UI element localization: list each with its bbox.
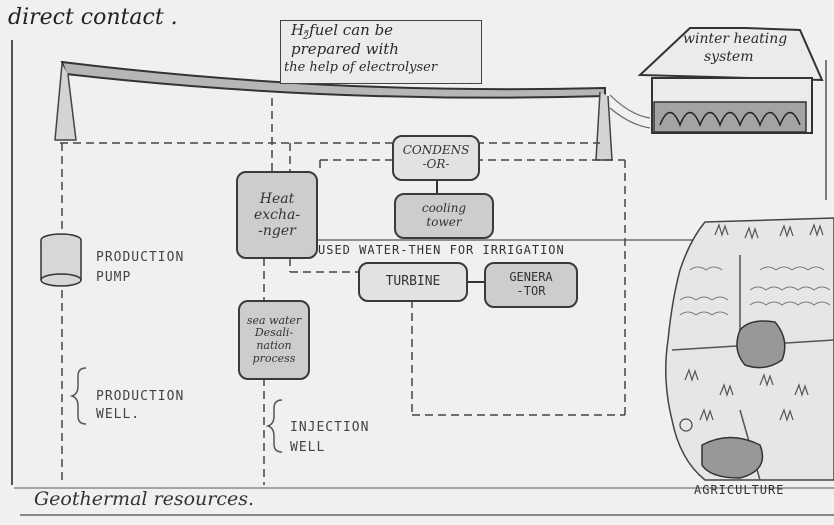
generator-box: GENERA -TOR: [484, 262, 578, 308]
note-line-2: prepared with: [291, 40, 399, 58]
note-subscript: 2: [303, 32, 309, 42]
note-line-3: the help of electrolyser: [284, 60, 438, 75]
agriculture-label: AGRICULTURE: [694, 483, 785, 497]
geothermal-resources-label: Geothermal resources.: [34, 488, 255, 510]
production-pump-label: PRODUCTION PUMP: [96, 250, 185, 285]
heat-exchanger-box: Heat excha- -nger: [236, 171, 318, 259]
electrolyser-note-box: H-fuel can be 2 prepared with the help o…: [280, 20, 482, 84]
injection-well-label: INJECTION WELL: [290, 420, 370, 455]
cooling-tower-box: cooling tower: [394, 193, 494, 239]
desalination-box: sea water Desali- nation process: [238, 300, 310, 380]
pump-shape: [40, 233, 82, 287]
note-line-1: H-fuel can be: [291, 21, 394, 39]
condenser-box: CONDENS -OR-: [392, 135, 480, 181]
used-water-label: USED WATER-THEN FOR IRRIGATION: [318, 243, 565, 257]
pipe-left-support: [54, 63, 77, 141]
agriculture-field: [665, 217, 834, 481]
pipe-right-support: [595, 91, 613, 161]
house-label-line-2: system: [704, 49, 754, 65]
production-well-label: PRODUCTION WELL.: [96, 389, 185, 423]
diagram-title: direct contact .: [8, 5, 178, 30]
house-shape: [637, 27, 824, 134]
turbine-box: TURBINE: [358, 262, 468, 302]
house-label-line-1: winter heating: [683, 31, 788, 47]
